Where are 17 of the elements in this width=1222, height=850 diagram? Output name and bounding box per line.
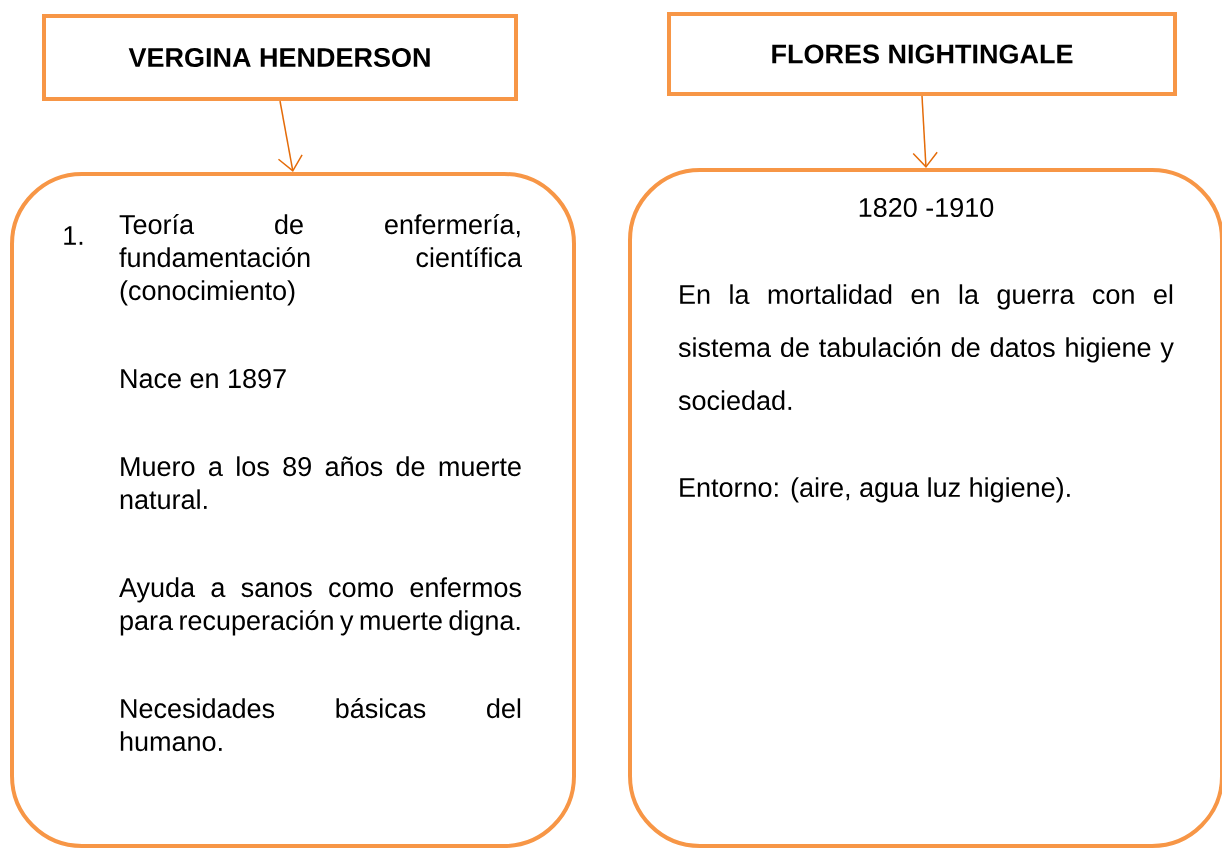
paragraph: Teoría de enfermería, fundamentación científica (conocimiento) (119, 214, 522, 306)
rounded-box (628, 168, 1222, 848)
paragraph: Ayuda a sanos como enfermos para recuperación y muerte digna. (119, 577, 521, 636)
title: VERGINA HENDERSON (128, 47, 430, 68)
title: FLORES NIGHTINGALE (772, 44, 1073, 64)
rounded-box (10, 172, 576, 848)
paragraph: Necesidades básicas del humano. (120, 698, 521, 752)
paragraph: Nace en 1897 (121, 369, 286, 389)
paragraph: En la mortalidad en la guerra con el sistema de tabulación de datos higiene y sociedad. (678, 284, 1174, 411)
arrow (912, 95, 938, 168)
title-box (667, 12, 1177, 96)
paragraph: Entorno: (aire, agua luz higiene). (680, 477, 1070, 503)
arrow (277, 100, 303, 172)
list-number: 1. (64, 226, 83, 245)
paragraph: 1820 -1910 (859, 198, 994, 218)
title-box (42, 14, 518, 101)
paragraph: Muero a los 89 años de muerte natural. (120, 456, 521, 510)
